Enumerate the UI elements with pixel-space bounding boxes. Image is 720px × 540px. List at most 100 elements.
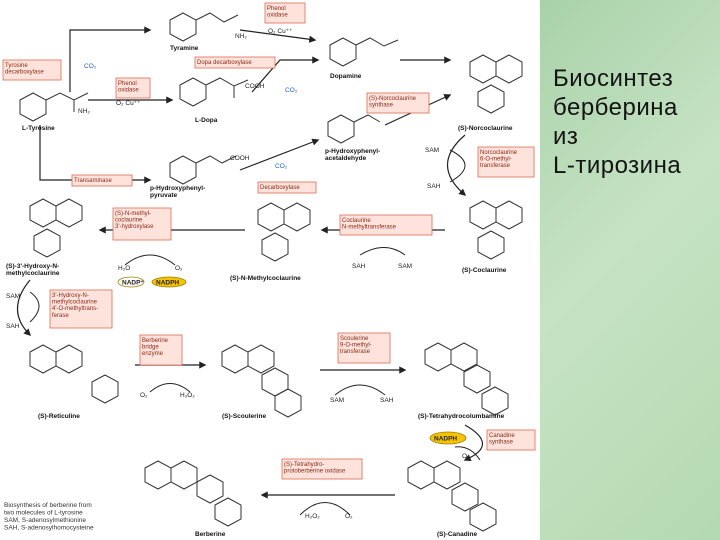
cofactor-label-nadp-plus: NADP⁺ xyxy=(122,280,144,287)
curve-canadine xyxy=(454,446,481,461)
compound-label-hpaa: p-Hydroxyphenyl-acetaldehyde xyxy=(325,148,380,162)
hpaa-structure xyxy=(327,114,381,144)
compound-label-norcoclaurine: (S)-Norcoclaurine xyxy=(458,125,513,132)
slide-title: Биосинтез берберина из L-тирозина xyxy=(553,65,682,179)
compound-label-l-tyrosine: L-Tyrosine xyxy=(22,125,55,132)
arrow-tyrosine-to-tyramine xyxy=(69,26,152,92)
cofactor-co2-a: CO₂ xyxy=(84,63,97,70)
compound-label-hydroxy-n-methylcoclaurine: (S)-3'-Hydroxy-N-methylcoclaurine xyxy=(6,263,60,277)
cofactor-nh2-2: NH₂ xyxy=(78,108,90,115)
cofactor-sam-1: SAM xyxy=(425,147,439,154)
cofactor-co2-c: CO₂ xyxy=(275,163,288,170)
enzyme-box-dopa-decarboxylase: Dopa decarboxylase xyxy=(194,56,276,69)
tyramine-structure xyxy=(169,12,239,42)
cofactor-sam-4: SAM xyxy=(330,397,344,404)
cofactor-sah-2: SAH xyxy=(352,263,366,270)
l-dopa-structure xyxy=(179,77,249,107)
cofactor-o2-hyd: O₂ xyxy=(175,265,183,272)
cofactor-o2-canadine: O₂ xyxy=(462,453,470,460)
cofactor-sah-3: SAH xyxy=(6,323,20,330)
curve-oxidase xyxy=(299,502,351,516)
curve-sam-sah-4 xyxy=(334,384,386,396)
compound-label-berberine: Berberine xyxy=(195,531,226,538)
cofactor-sam-2: SAM xyxy=(398,263,412,270)
arrow-hppa-to-hpaa xyxy=(239,138,320,171)
curve-sam-sah-3 xyxy=(29,291,40,323)
curve-sam-sah-2 xyxy=(359,247,406,256)
cofactor-h2o2-bridge: H₂O₂ xyxy=(180,392,195,399)
coclaurine-structure xyxy=(469,200,523,260)
hppa-structure xyxy=(169,155,237,185)
enzyme-label-transaminase: Transaminase xyxy=(74,178,112,184)
cofactor-pill-nadph-1: NADPH xyxy=(151,276,187,288)
canadine-structure xyxy=(407,460,497,532)
cofactor-co2-b: CO₂ xyxy=(285,87,298,94)
l-tyrosine-structure xyxy=(19,92,89,122)
enzyme-label-dopa-decarboxylase: Dopa decarboxylase xyxy=(197,60,252,66)
enzyme-box-transaminase: Transaminase xyxy=(71,174,133,187)
cofactor-o2-bridge: O₂ xyxy=(140,392,148,399)
dopamine-structure xyxy=(329,37,399,67)
cofactor-sam-3: SAM xyxy=(6,293,20,300)
compound-label-scoulerine: (S)-Scoulerine xyxy=(222,413,266,420)
arrow-tyramine-to-dopamine xyxy=(239,29,317,43)
cofactor-h2o: H₂O xyxy=(118,265,130,272)
scoulerine-structure xyxy=(221,344,302,418)
compound-label-tetrahydrocolumbamine: (S)-Tetrahydrocolumbamine xyxy=(418,413,505,420)
cofactor-cooh-2: COOH xyxy=(230,155,250,162)
compound-label-hppa: p-Hydroxyphenyl-pyruvate xyxy=(150,185,205,199)
curve-bridge xyxy=(149,383,191,393)
n-methylcoclaurine-structure xyxy=(257,202,311,262)
compound-label-l-dopa: L-Dopa xyxy=(195,117,218,124)
cofactor-h2o2-oxidase: H₂O₂ xyxy=(305,513,320,520)
berberine-structure xyxy=(144,460,242,527)
cofactor-pill-nadp-plus: NADP⁺ xyxy=(117,276,144,288)
enzyme-box-tetrahydroprotoberberine-oxidase: (S)-Tetrahydro-protoberberine oxidase xyxy=(281,458,363,480)
arrow-thc-to-canadine xyxy=(463,424,484,462)
compound-label-reticuline: (S)-Reticuline xyxy=(38,413,80,420)
compound-label-tyramine: Tyramine xyxy=(170,45,199,52)
hydroxy-n-methylcoclaurine-structure xyxy=(29,198,83,258)
cofactor-label-nadph-2: NADPH xyxy=(434,436,457,443)
cofactor-o2-oxidase: O₂ xyxy=(345,513,353,520)
cofactor-label-nadph-1: NADPH xyxy=(156,280,179,287)
title-panel xyxy=(540,0,720,540)
cofactor-sah-1: SAH xyxy=(427,183,441,190)
enzyme-box-decarboxylase: Decarboxylase xyxy=(257,181,317,194)
compound-label-dopamine: Dopamine xyxy=(330,73,362,80)
cofactor-pill-nadph-2: NADPH xyxy=(429,431,467,445)
arrow-norcoclaurine-to-coclaurine xyxy=(446,134,467,196)
cofactor-o2-cu-mid: O₂ Cu⁺⁺ xyxy=(116,100,141,107)
arrow-hydroxy-to-reticuline xyxy=(17,279,32,337)
reticuline-structure xyxy=(29,344,119,404)
cofactor-o2-cu-top: O₂ Cu⁺⁺ xyxy=(268,28,293,35)
norcoclaurine-structure xyxy=(469,54,523,114)
tetrahydrocolumbamine-structure xyxy=(424,342,509,416)
curve-hydroxylase xyxy=(124,254,176,266)
enzyme-label-tetrahydroprotoberberine-oxidase: (S)-Tetrahydro-protoberberine oxidase xyxy=(284,462,346,475)
